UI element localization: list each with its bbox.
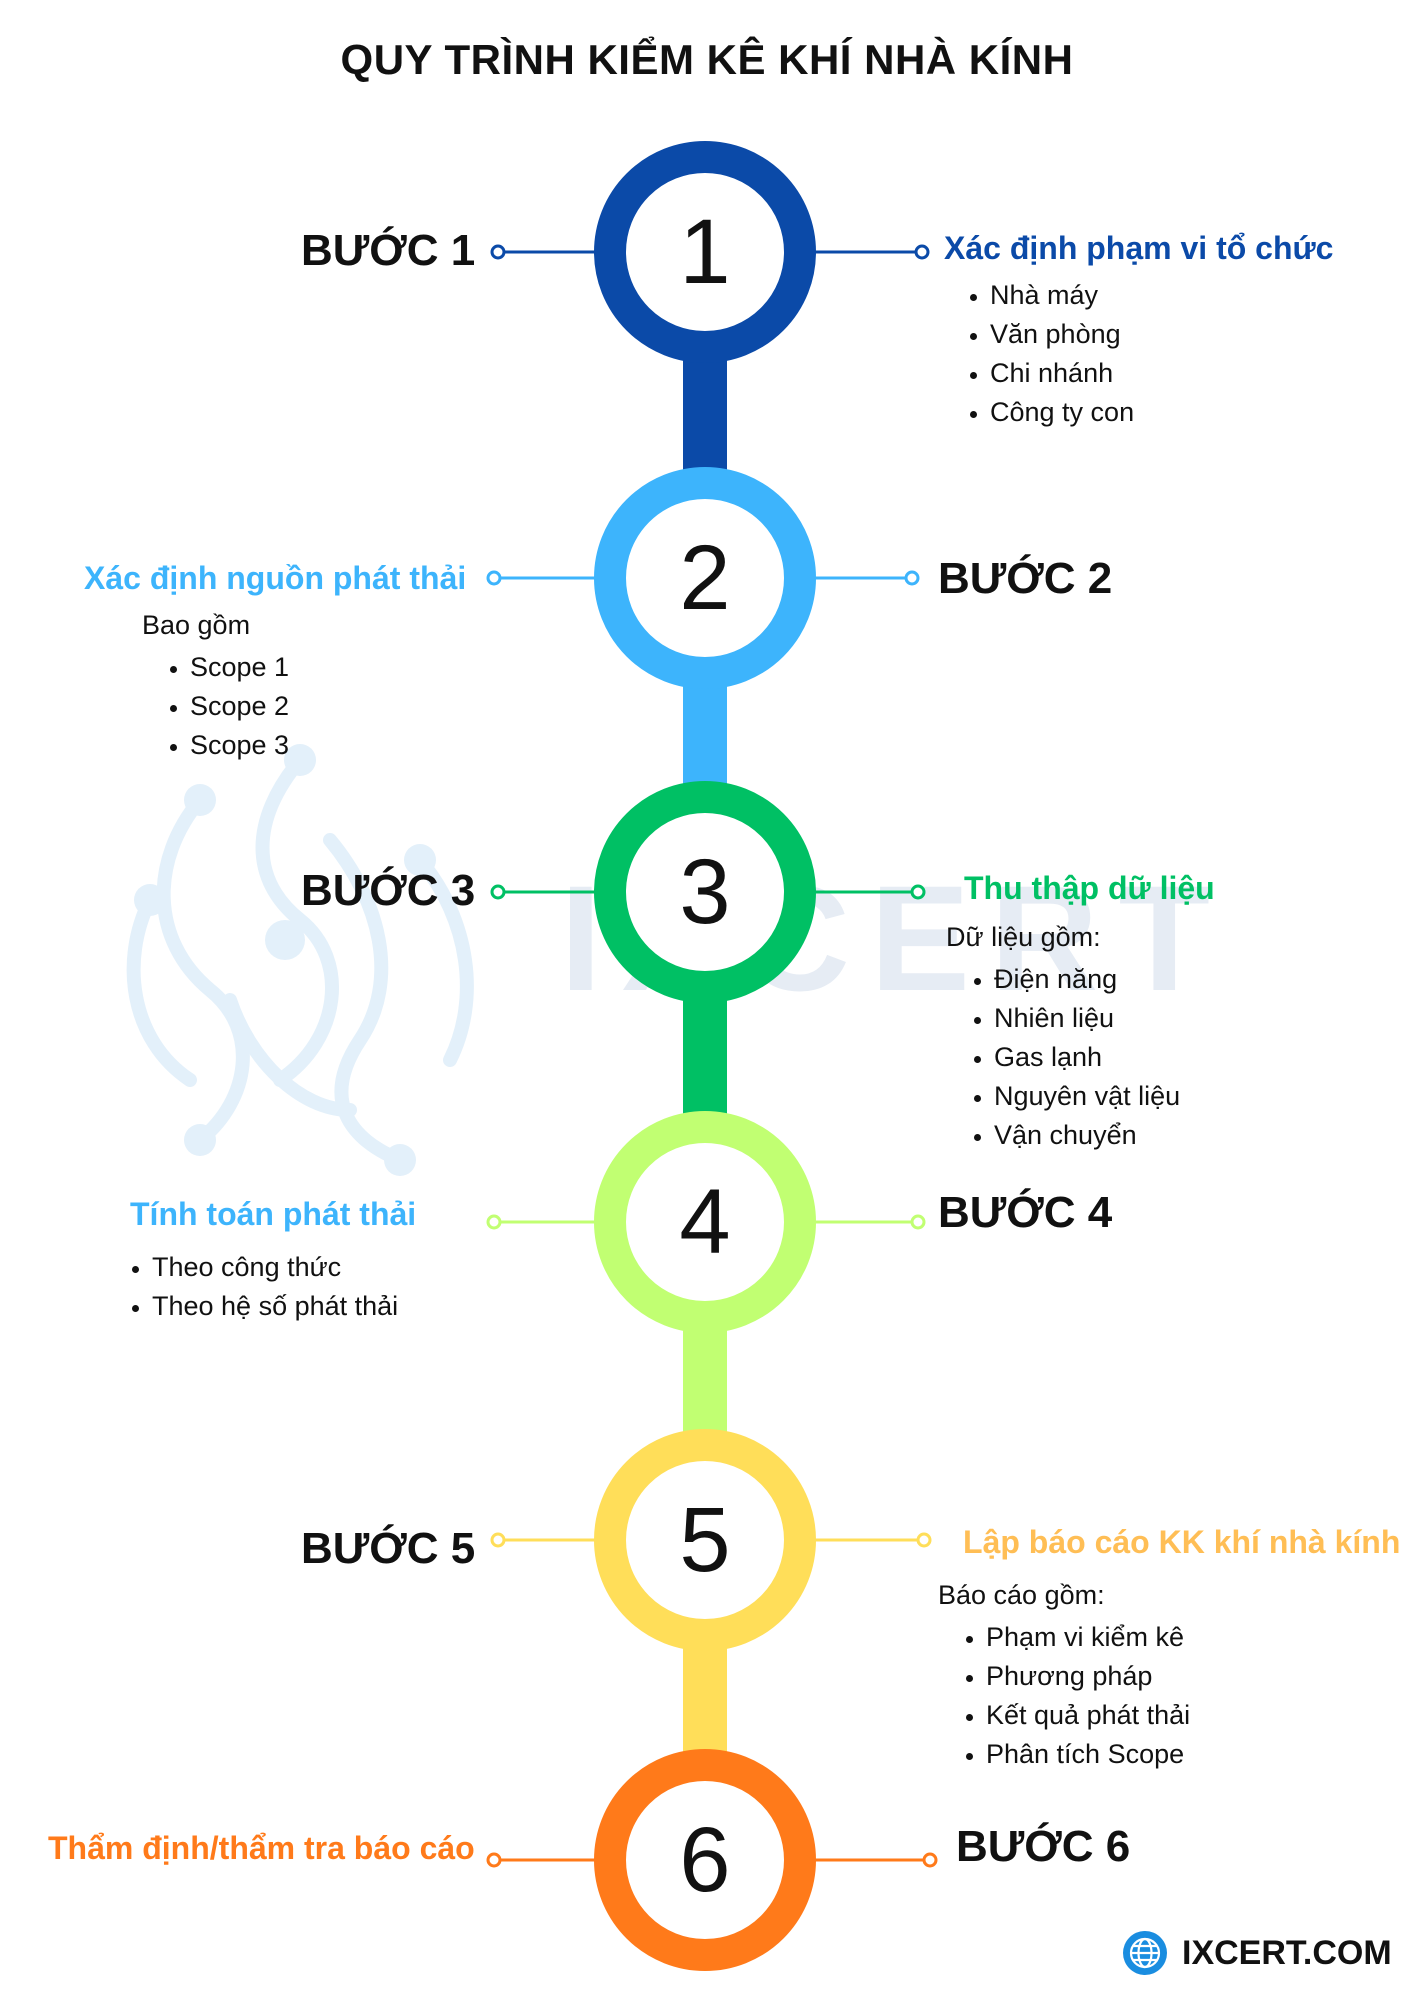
step-5-ring	[594, 1429, 816, 1651]
step-5-intro: Báo cáo gồm:	[938, 1580, 1105, 1610]
list-item: Nhà máy	[990, 276, 1134, 315]
list-item: Điện năng	[994, 960, 1180, 999]
list-item: Nhiên liệu	[994, 999, 1180, 1038]
step-number-5: 5	[679, 1489, 731, 1591]
step-6-heading: Thẩm định/thẩm tra báo cáo	[48, 1830, 475, 1866]
step-4-left-dot	[486, 1214, 502, 1230]
step-1-heading: Xác định phạm vi tổ chức	[944, 230, 1334, 266]
list-item: Phân tích Scope	[986, 1735, 1190, 1774]
step-3-right-dot	[910, 884, 926, 900]
list-item: Theo công thức	[152, 1248, 398, 1287]
step-4-details: Theo công thức Theo hệ số phát thải	[106, 1248, 398, 1326]
step-4-right-dot	[910, 1214, 926, 1230]
step-1-ring	[594, 141, 816, 363]
list-item: Phạm vi kiểm kê	[986, 1618, 1190, 1657]
step-number-6: 6	[679, 1809, 731, 1911]
step-6-label: BƯỚC 6	[956, 1822, 1131, 1871]
list-item: Văn phòng	[990, 315, 1134, 354]
step-6-right-dot	[922, 1852, 938, 1868]
step-1-right-dot	[914, 244, 930, 260]
step-5-left-dot	[490, 1532, 506, 1548]
list-item: Gas lạnh	[994, 1038, 1180, 1077]
brand: IXCERT.COM	[1122, 1930, 1392, 1976]
step-2-heading: Xác định nguồn phát thải	[84, 560, 467, 596]
list-item: Scope 3	[190, 726, 289, 765]
step-5-right-dot	[916, 1532, 932, 1548]
step-1-label: BƯỚC 1	[301, 226, 476, 275]
step-3-left-dot	[490, 884, 506, 900]
step-2-intro: Bao gồm	[142, 610, 251, 640]
step-number-1: 1	[679, 201, 731, 303]
step-5-label: BƯỚC 5	[301, 1524, 476, 1573]
step-3-details: Dữ liệu gồm: Điện năng Nhiên liệu Gas lạ…	[946, 920, 1180, 1155]
step-4-label: BƯỚC 4	[938, 1188, 1113, 1237]
step-6-ring	[594, 1749, 816, 1971]
brand-text: IXCERT.COM	[1182, 1933, 1392, 1972]
step-3-intro: Dữ liệu gồm:	[946, 922, 1101, 952]
globe-icon	[1123, 1931, 1167, 1975]
list-item: Scope 2	[190, 687, 289, 726]
list-item: Nguyên vật liệu	[994, 1077, 1180, 1116]
step-2-label: BƯỚC 2	[938, 554, 1113, 603]
step-2-left-dot	[486, 570, 502, 586]
list-item: Phương pháp	[986, 1657, 1190, 1696]
step-2-right-dot	[904, 570, 920, 586]
list-item: Kết quả phát thải	[986, 1696, 1190, 1735]
step-5-heading: Lập báo cáo KK khí nhà kính	[963, 1524, 1401, 1560]
step-4-ring	[594, 1111, 816, 1333]
list-item: Chi nhánh	[990, 354, 1134, 393]
list-item: Theo hệ số phát thải	[152, 1287, 398, 1326]
step-2-details: Bao gồm Scope 1 Scope 2 Scope 3	[142, 608, 289, 765]
step-3-label: BƯỚC 3	[301, 866, 476, 915]
step-6-left-dot	[486, 1852, 502, 1868]
page-title: QUY TRÌNH KIỂM KÊ KHÍ NHÀ KÍNH	[340, 36, 1074, 83]
list-item: Công ty con	[990, 393, 1134, 432]
step-3-heading: Thu thập dữ liệu	[964, 870, 1215, 906]
step-1-left-dot	[490, 244, 506, 260]
step-4-heading: Tính toán phát thải	[130, 1196, 417, 1232]
step-number-3: 3	[679, 841, 731, 943]
step-number-2: 2	[679, 527, 731, 629]
step-1-details: Nhà máy Văn phòng Chi nhánh Công ty con	[944, 276, 1134, 432]
step-2-ring	[594, 467, 816, 689]
list-item: Scope 1	[190, 648, 289, 687]
list-item: Vận chuyển	[994, 1116, 1180, 1155]
step-number-4: 4	[679, 1171, 731, 1273]
step-5-details: Báo cáo gồm: Phạm vi kiểm kê Phương pháp…	[938, 1578, 1190, 1774]
step-3-ring	[594, 781, 816, 1003]
